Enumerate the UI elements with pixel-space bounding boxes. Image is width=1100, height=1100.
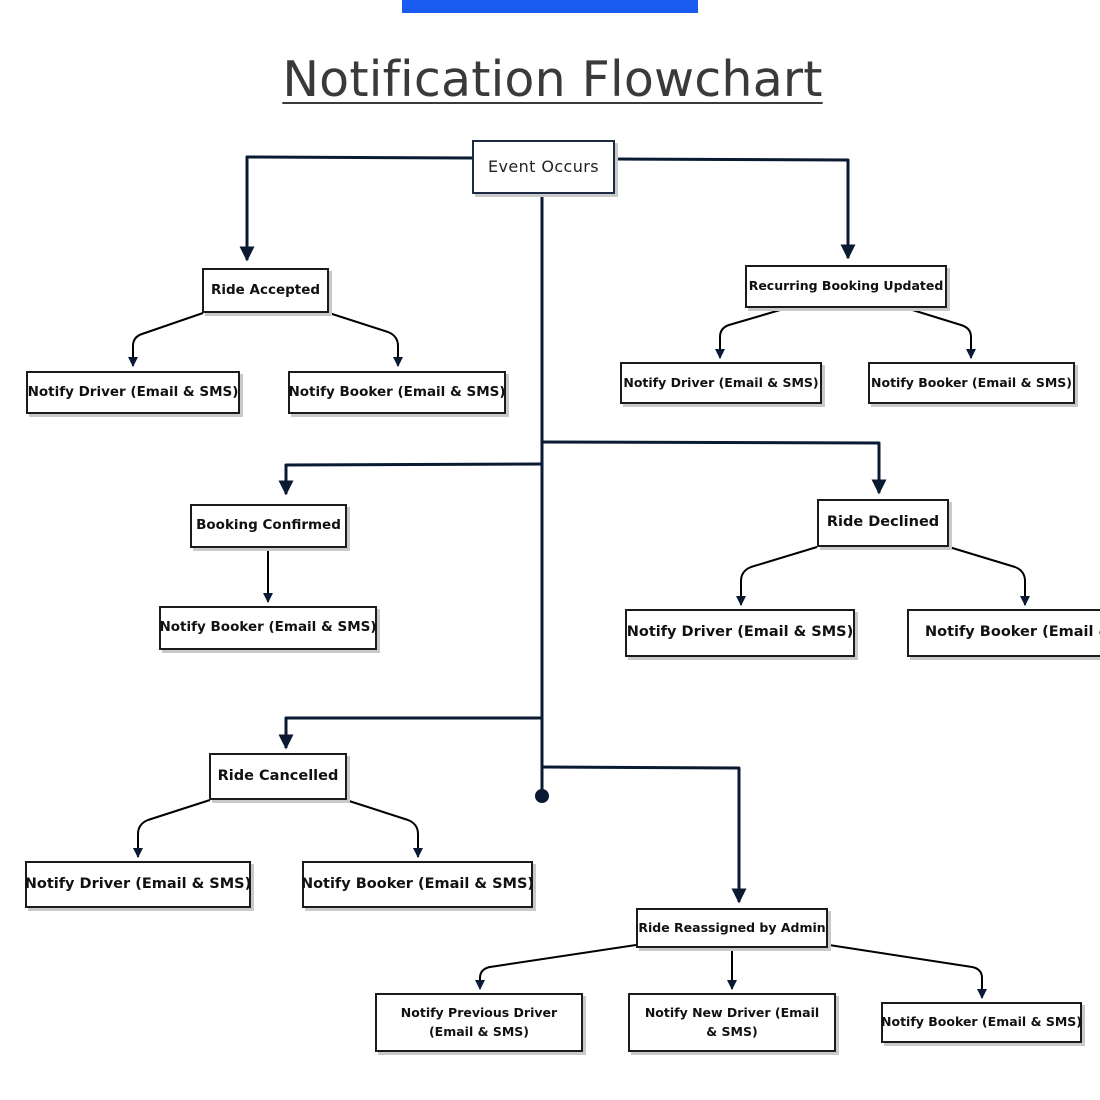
node-ride-cancelled-notify-booker[interactable]: Notify Booker (Email & SMS) xyxy=(300,861,535,908)
node-label: Notify Booker (Email & SMS) xyxy=(881,1014,1082,1030)
node-ride-cancelled-notify-driver[interactable]: Notify Driver (Email & SMS) xyxy=(25,861,251,908)
trunk-end-dot xyxy=(535,789,549,803)
edge-trunk-to-ride-cancelled xyxy=(278,716,542,750)
node-recurring-booking-updated-label: Recurring Booking Updated xyxy=(748,278,944,294)
node-label: Notify Booker (Email & SMS) xyxy=(159,619,377,636)
node-booking-confirmed[interactable]: Booking Confirmed xyxy=(190,504,347,548)
node-ride-accepted-notify-driver[interactable]: Notify Driver (Email & SMS) xyxy=(26,371,240,414)
edge-trunk-to-ride-reassigned xyxy=(541,765,747,904)
node-label: Notify Driver (Email & SMS) xyxy=(626,624,854,641)
edge-recurring-to-booker xyxy=(905,307,976,359)
edge-recurring-to-driver xyxy=(715,307,788,359)
diagram-title: Notification Flowchart xyxy=(0,52,1100,108)
edge-trunk-to-ride-declined xyxy=(541,440,887,495)
node-ride-declined[interactable]: Ride Declined xyxy=(817,499,949,547)
node-reassigned-notify-previous-driver[interactable]: Notify Previous Driver (Email & SMS) xyxy=(375,993,583,1052)
edge-cancelled-to-booker xyxy=(345,799,423,858)
edge-reassigned-to-booker xyxy=(828,944,987,999)
node-label: Notify Booker (Email & SMS) xyxy=(288,383,506,400)
node-event-occurs[interactable]: Event Occurs xyxy=(472,140,615,194)
edge-declined-to-driver xyxy=(736,546,818,606)
node-event-occurs-label: Event Occurs xyxy=(488,157,599,177)
node-label: Notify Driver (Email & SMS) xyxy=(623,374,819,390)
diagram-title-text: Notification Flowchart xyxy=(282,51,823,108)
node-ride-accepted-notify-booker[interactable]: Notify Booker (Email & SMS) xyxy=(288,371,506,414)
node-reassigned-notify-new-driver[interactable]: Notify New Driver (Email & SMS) xyxy=(628,993,836,1052)
node-ride-accepted-label: Ride Accepted xyxy=(210,281,321,298)
node-label: Notify Driver (Email & SMS) xyxy=(24,875,252,892)
edge-reassigned-to-previous xyxy=(475,944,637,990)
node-label: Notify Booker (Email & SMS) xyxy=(871,374,1072,390)
node-reassigned-notify-booker[interactable]: Notify Booker (Email & SMS) xyxy=(881,1002,1082,1043)
node-ride-declined-label: Ride Declined xyxy=(826,514,940,531)
node-recurring-booking-updated[interactable]: Recurring Booking Updated xyxy=(745,265,947,308)
node-label: Notify Previous Driver (Email & SMS) xyxy=(400,1005,558,1039)
node-label: Notify New Driver (Email & SMS) xyxy=(644,1005,820,1039)
edge-trunk-to-booking-confirmed xyxy=(278,462,543,496)
node-label: Notify Booker (Email & SMS) xyxy=(925,624,1100,641)
node-ride-accepted[interactable]: Ride Accepted xyxy=(202,268,329,313)
edge-accepted-to-booker xyxy=(328,312,403,367)
edge-accepted-to-driver xyxy=(128,312,204,367)
edge-declined-to-booker xyxy=(948,546,1030,606)
edge-cancelled-to-driver xyxy=(133,799,211,858)
edge-root-to-recurring xyxy=(614,157,856,260)
node-ride-declined-notify-booker[interactable]: Notify Booker (Email & SMS) xyxy=(907,609,1100,657)
node-booking-confirmed-notify-booker[interactable]: Notify Booker (Email & SMS) xyxy=(159,606,377,650)
node-ride-reassigned[interactable]: Ride Reassigned by Admin xyxy=(636,908,828,948)
node-ride-declined-notify-driver[interactable]: Notify Driver (Email & SMS) xyxy=(625,609,855,657)
node-booking-confirmed-label: Booking Confirmed xyxy=(196,517,341,534)
node-ride-cancelled[interactable]: Ride Cancelled xyxy=(209,753,347,800)
node-label: Notify Driver (Email & SMS) xyxy=(27,383,239,400)
top-accent-bar xyxy=(402,0,698,13)
node-recurring-notify-driver[interactable]: Notify Driver (Email & SMS) xyxy=(620,362,822,404)
node-ride-reassigned-label: Ride Reassigned by Admin xyxy=(638,919,826,935)
node-recurring-notify-booker[interactable]: Notify Booker (Email & SMS) xyxy=(868,362,1075,404)
node-label: Notify Booker (Email & SMS) xyxy=(300,875,535,892)
node-ride-cancelled-label: Ride Cancelled xyxy=(217,767,339,784)
edge-root-to-ride-accepted xyxy=(239,155,473,262)
